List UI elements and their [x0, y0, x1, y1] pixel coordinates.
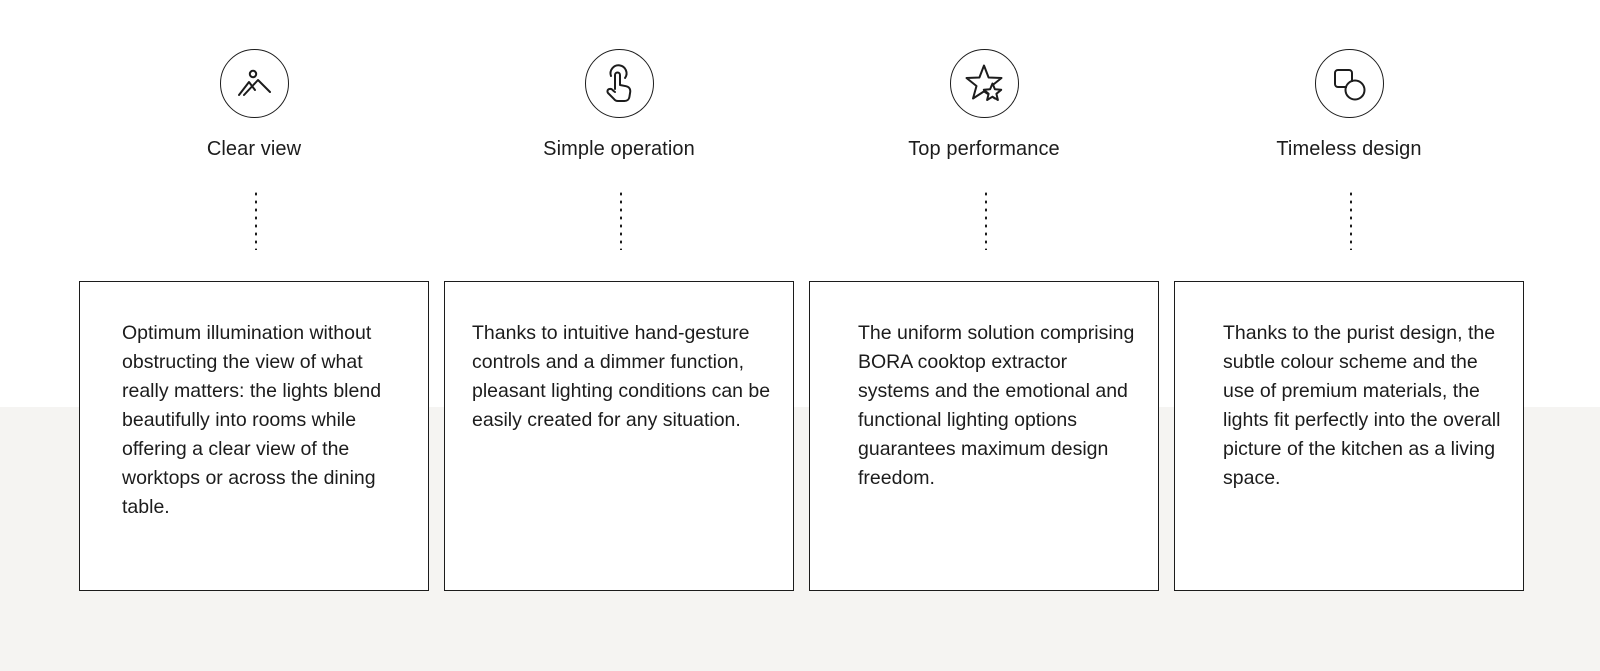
shapes-square-circle-icon — [1314, 49, 1384, 118]
feature-title: Top performance — [908, 138, 1060, 160]
feature-top-performance: Top performance The uniform solution com… — [809, 0, 1159, 671]
feature-simple-operation: Simple operation Thanks to intuitive han… — [444, 0, 794, 671]
feature-description-box: Thanks to intuitive hand-gesture control… — [444, 281, 794, 591]
feature-description: Optimum illumination without obstructing… — [122, 322, 382, 518]
feature-description-box: The uniform solution comprising BORA coo… — [809, 281, 1159, 591]
feature-description: Thanks to the purist design, the subtle … — [1223, 322, 1501, 489]
stars-icon — [949, 49, 1019, 118]
feature-title: Clear view — [206, 138, 302, 160]
dotted-connector — [1350, 190, 1352, 250]
feature-description: Thanks to intuitive hand-gesture control… — [472, 322, 771, 431]
feature-title: Timeless design — [1276, 138, 1422, 160]
feature-clear-view: Clear view Optimum illumination without … — [79, 0, 429, 671]
feature-title: Simple operation — [543, 138, 695, 160]
feature-description-box: Thanks to the purist design, the subtle … — [1174, 281, 1524, 591]
landscape-image-icon — [219, 49, 289, 118]
hand-touch-gesture-icon — [584, 49, 654, 118]
feature-description: The uniform solution comprising BORA coo… — [858, 322, 1135, 489]
dotted-connector — [255, 190, 257, 250]
feature-timeless-design: Timeless design Thanks to the purist des… — [1174, 0, 1524, 671]
dotted-connector — [620, 190, 622, 250]
feature-description-box: Optimum illumination without obstructing… — [79, 281, 429, 591]
dotted-connector — [985, 190, 987, 250]
